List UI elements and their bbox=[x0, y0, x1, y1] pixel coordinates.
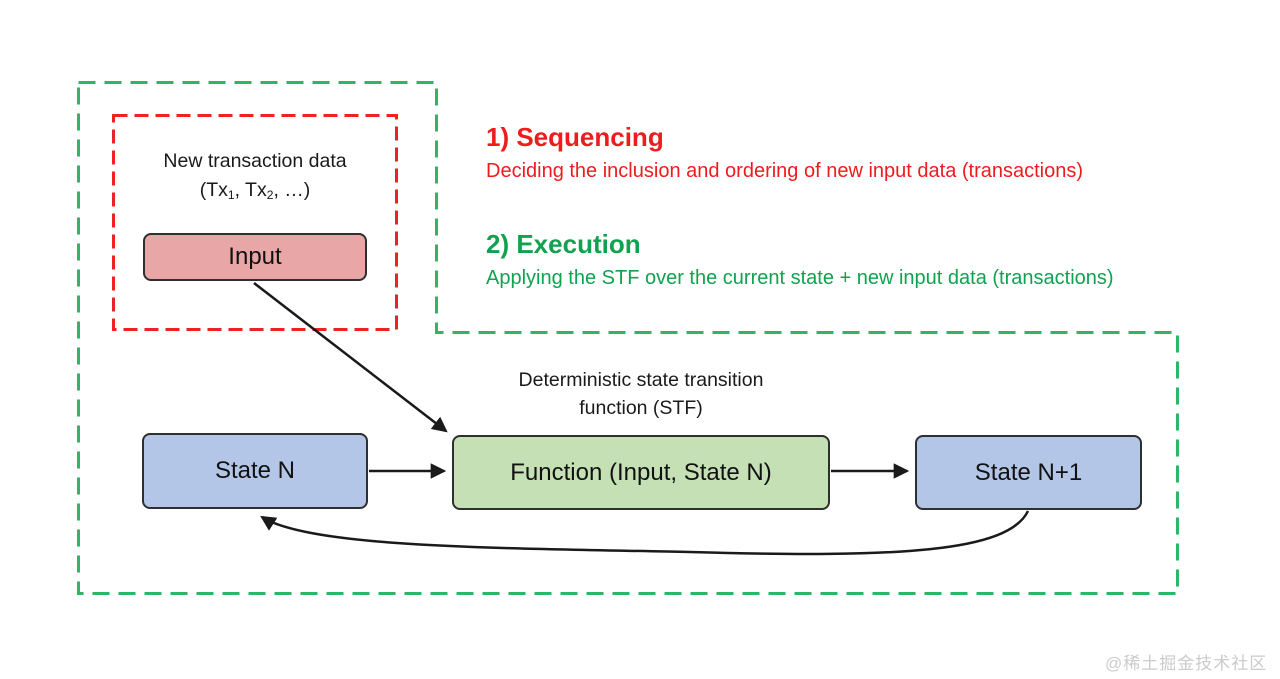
transaction-note-line2: (Tx1, Tx2, …) bbox=[113, 176, 397, 210]
watermark: @稀土掘金技术社区 bbox=[1105, 654, 1268, 673]
tx-subscript-1: 1 bbox=[227, 188, 235, 203]
sequencing-dashed-box bbox=[112, 114, 398, 331]
sequencing-heading: 1) Sequencing bbox=[486, 122, 664, 152]
arrow-return-loop bbox=[260, 510, 1030, 556]
transaction-note: New transaction data (Tx1, Tx2, …) bbox=[113, 147, 397, 210]
state-n1-box: State N+1 bbox=[915, 435, 1142, 510]
execution-dashed-boundary bbox=[77, 81, 1179, 595]
input-box: Input bbox=[143, 233, 367, 281]
execution-description: Applying the STF over the current state … bbox=[486, 267, 1114, 289]
state-n-box: State N bbox=[142, 433, 368, 509]
sequencing-description: Deciding the inclusion and ordering of n… bbox=[486, 160, 1084, 182]
tx-open: (Tx bbox=[199, 179, 228, 201]
stf-label-line2: function (STF) bbox=[579, 397, 703, 419]
tx-mid: , Tx bbox=[234, 179, 267, 201]
execution-heading: 2) Execution bbox=[486, 229, 641, 259]
tx-subscript-2: 2 bbox=[266, 188, 274, 203]
function-box: Function (Input, State N) bbox=[452, 435, 830, 510]
arrow-input-to-function bbox=[253, 282, 448, 433]
stf-label: Deterministic state transition function … bbox=[466, 366, 816, 422]
tx-close: , …) bbox=[273, 179, 311, 201]
transaction-note-line1: New transaction data bbox=[163, 150, 347, 172]
stf-label-line1: Deterministic state transition bbox=[518, 369, 764, 391]
